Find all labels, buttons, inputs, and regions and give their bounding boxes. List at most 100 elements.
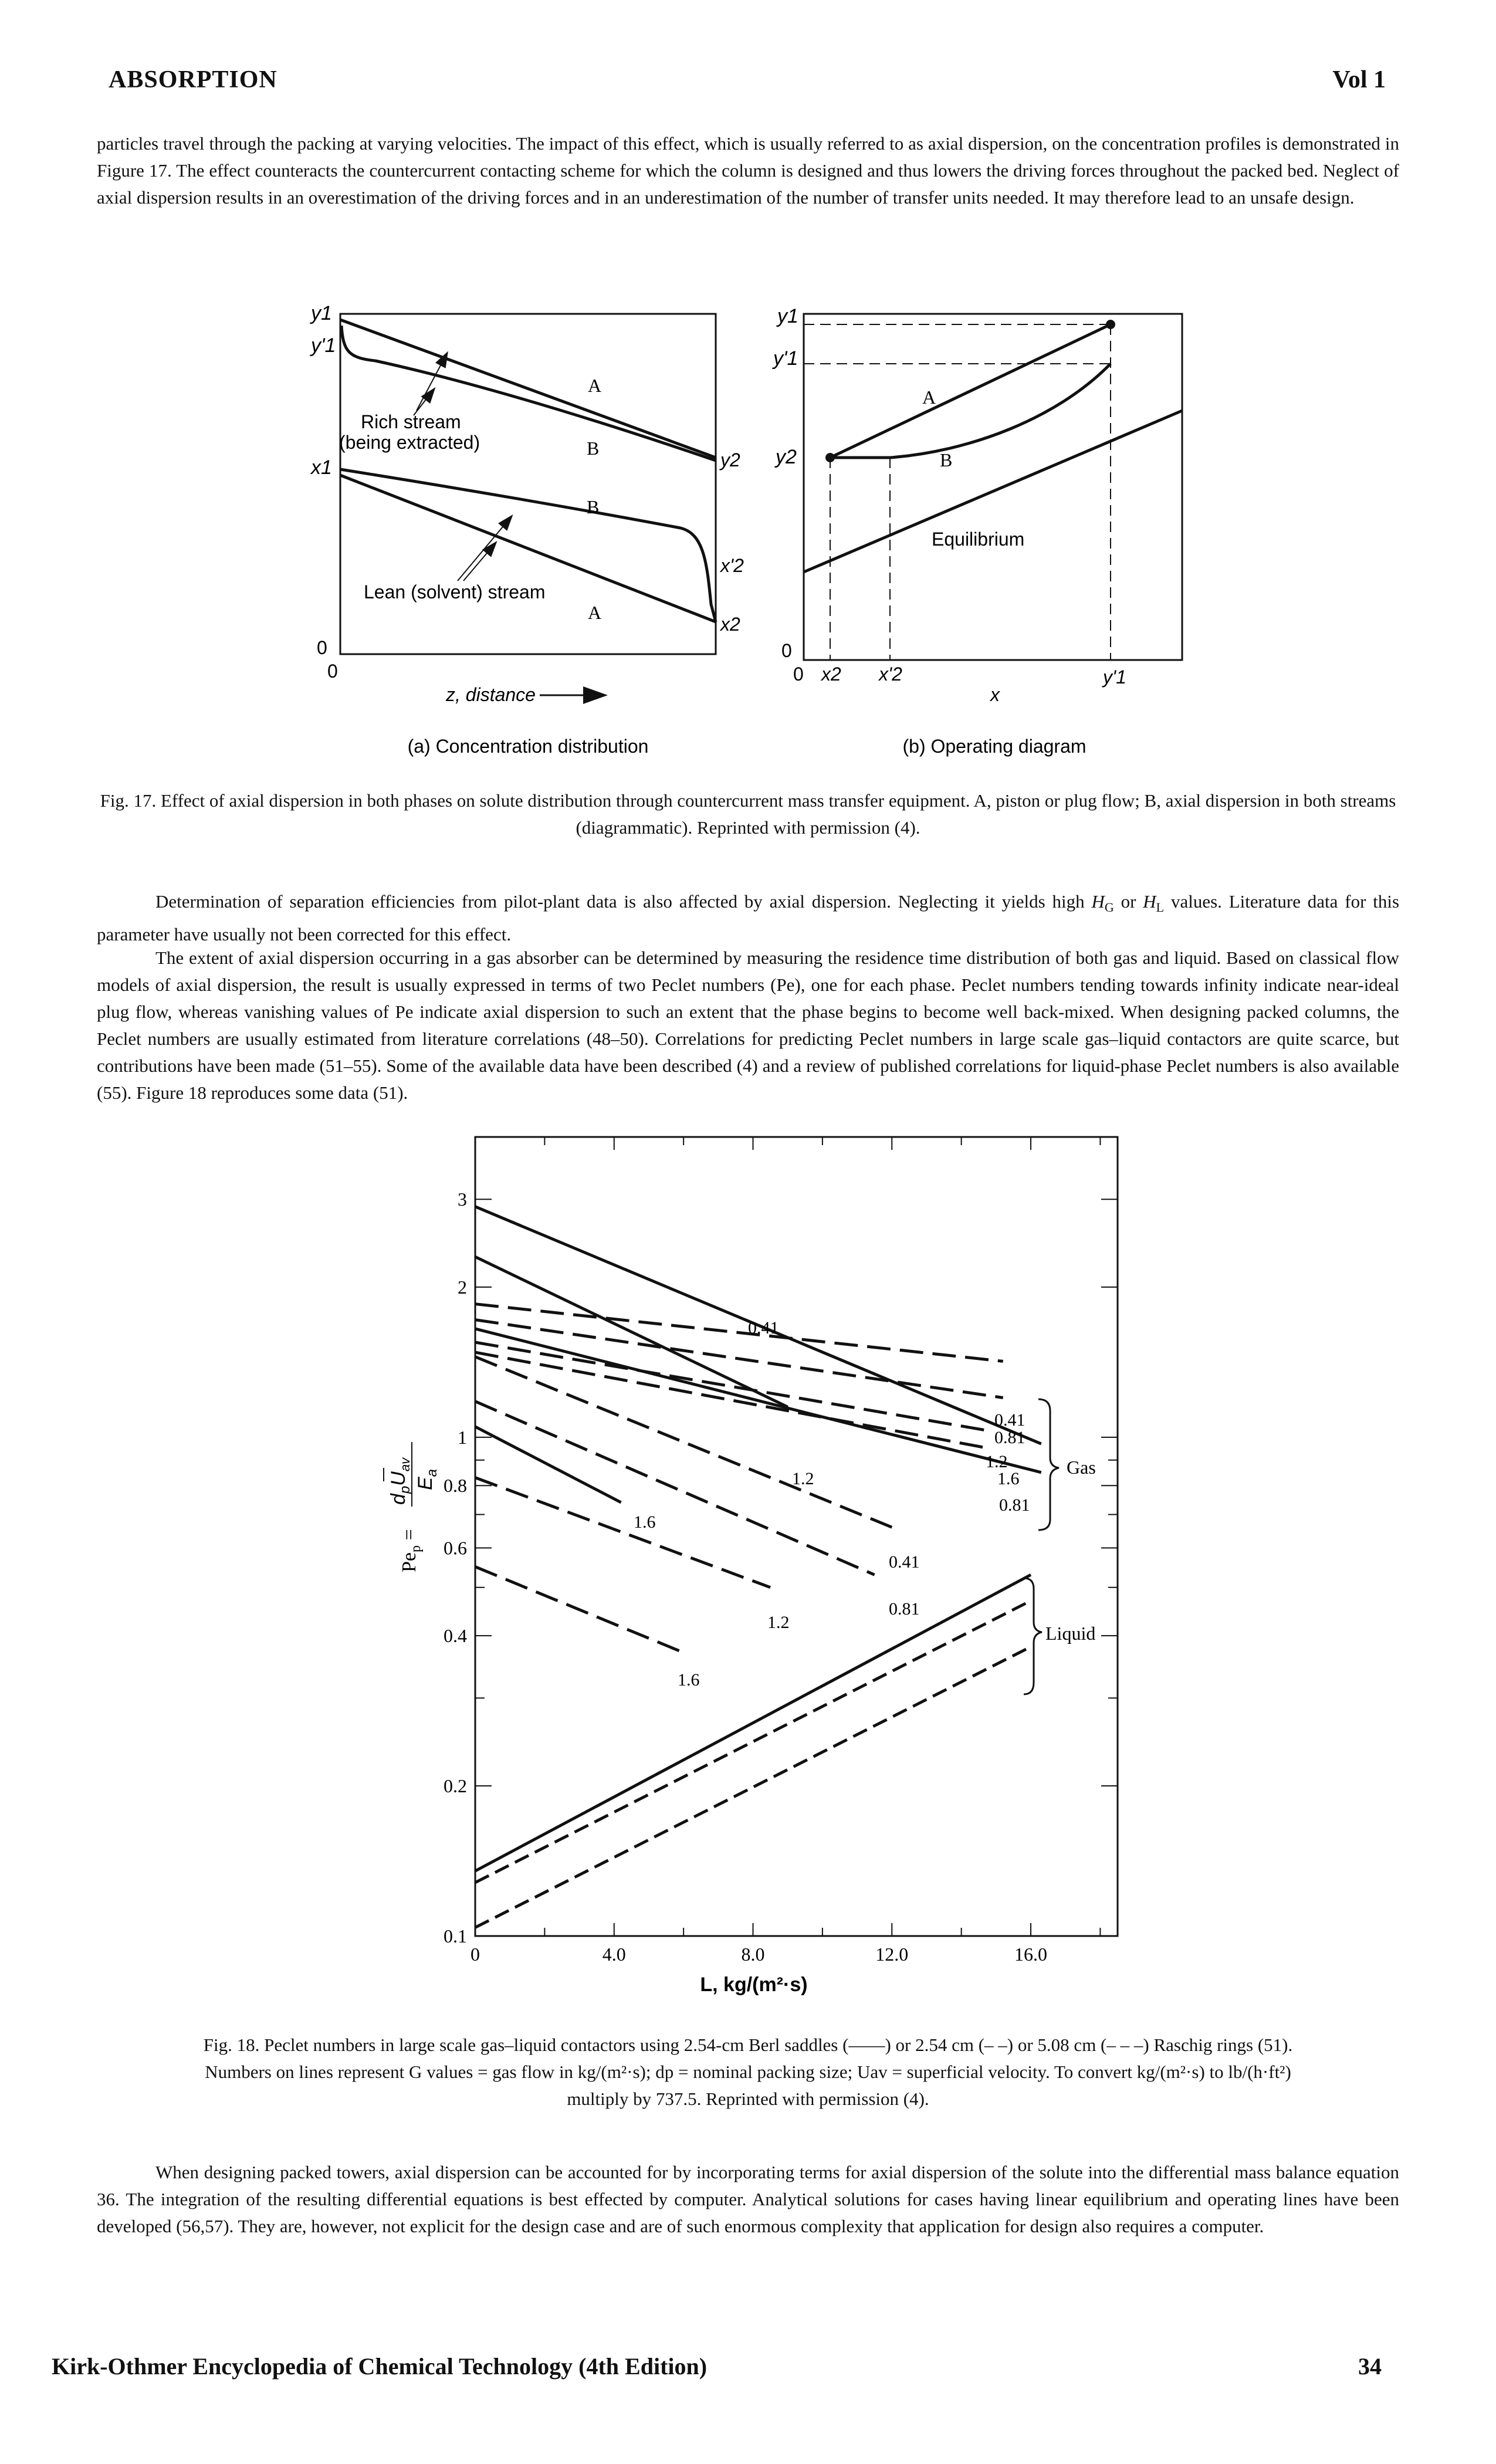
series-line-gas-dashed-5 [475, 1318, 1004, 1399]
gas-brace-label: Gas [1067, 1457, 1096, 1478]
series-line-gas-dashed-8 [475, 1355, 893, 1529]
b-label-y1-prime: y'1 [772, 347, 798, 370]
y-tick-label: 0.1 [444, 1925, 467, 1947]
rich-arrow-b [413, 387, 436, 416]
series-line-gas-solid-0 [475, 1205, 1042, 1446]
series-label-8: 0.41 [889, 1552, 920, 1572]
paragraph-2: Determination of separation efficiencies… [97, 888, 1399, 948]
b-label-y-origin: 0 [781, 640, 792, 661]
x-tick-label: 16.0 [1014, 1944, 1047, 1965]
y-tick-label: 0.4 [444, 1625, 467, 1646]
operating-curve-b [830, 363, 1112, 459]
b-label-b: B [940, 449, 952, 471]
series-line-gas-dashed-4 [475, 1302, 1003, 1363]
footer-book-title: Kirk-Othmer Encyclopedia of Chemical Tec… [52, 2353, 708, 2380]
fig18-ylabel-denominator: Ea [414, 1469, 440, 1490]
rich-stream-curve-b [340, 325, 716, 462]
series-label-9: 0.81 [889, 1599, 920, 1619]
series-label-3: 1.6 [634, 1512, 656, 1532]
series-line-liquid-dashed-14 [474, 1645, 1032, 1929]
label-x2: x2 [719, 614, 740, 635]
b-tick-x2: x2 [820, 664, 841, 685]
label-x1: x1 [310, 456, 332, 479]
series-label-2: 0.81 [999, 1495, 1030, 1515]
series-line-liquid-solid-12 [474, 1573, 1032, 1873]
label-y1: y1 [310, 302, 332, 324]
series-line-gas-dashed-6 [475, 1341, 990, 1433]
fig18-xlabel: L, kg/(m²·s) [700, 1974, 807, 1996]
paragraph-2-text-b: values. Literature data for this paramet… [97, 891, 1400, 945]
lean-arrow-a [463, 540, 497, 581]
panel-b-xlabel: x [989, 684, 1000, 705]
x-tick-label: 12.0 [875, 1944, 908, 1965]
series-line-gas-dashed-7 [475, 1351, 990, 1450]
b-tick-0: 0 [793, 664, 804, 685]
paragraph-2-hl: H [1143, 891, 1156, 912]
b-label-a: A [922, 387, 936, 408]
figure-18-caption-line-3: multiply by 737.5. Reprinted with permis… [567, 2089, 929, 2109]
label-y1-prime: y'1 [310, 334, 336, 357]
panel-b-title: (b) Operating diagram [902, 736, 1086, 757]
label-lean-a: A [588, 602, 601, 623]
fig18-plot-frame [474, 1136, 1119, 1937]
equilibrium-label: Equilibrium [932, 529, 1024, 550]
operating-line-a [829, 323, 1112, 459]
fig18-ylabel-numerator: dpUav [387, 1457, 413, 1505]
b-tick-y1-prime: y'1 [1102, 666, 1126, 688]
lean-stream-curve-a [340, 473, 716, 624]
series-label-11: 1.6 [678, 1670, 700, 1690]
liquid-brace [1023, 1577, 1043, 1695]
liquid-brace-label: Liquid [1045, 1623, 1095, 1644]
paragraph-2-hg: H [1091, 891, 1105, 912]
rich-stream-sublabel: (being extracted) [339, 432, 480, 453]
running-header-volume: Vol 1 [1332, 66, 1386, 93]
label-rich-a: A [588, 375, 601, 396]
x-tick-label: 4.0 [603, 1944, 626, 1965]
paragraph-2-or: or [1121, 891, 1136, 912]
paragraph-2-hg-sub: G [1104, 900, 1114, 915]
point-y1 [1106, 320, 1115, 329]
equilibrium-line [803, 409, 1183, 574]
fig18-series [474, 1205, 1042, 1929]
fig18-frame [474, 1136, 1119, 1937]
y-tick-label: 0.8 [444, 1475, 467, 1496]
y-tick-label: 3 [458, 1189, 467, 1210]
paragraph-1: particles travel through the packing at … [97, 133, 1399, 208]
fig18-ylabel: Pep = dpUav Ea [383, 1442, 440, 1572]
panel-b-frame [803, 313, 1183, 661]
panel-a-frame [339, 313, 717, 655]
label-rich-b: B [587, 438, 599, 459]
y-tick-label: 1 [458, 1427, 467, 1448]
series-label-4: 0.41 [994, 1410, 1025, 1430]
b-label-y1: y1 [776, 305, 798, 327]
label-lean-b: B [587, 496, 599, 517]
figure-18-caption-line-1: Fig. 18. Peclet numbers in large scale g… [203, 2035, 1293, 2055]
panel-a-xlabel: z, distance [445, 684, 536, 705]
series-label-6: 1.2 [986, 1452, 1008, 1471]
x-tick-label: 0 [471, 1944, 480, 1965]
y-tick-label: 0.6 [444, 1537, 467, 1558]
series-line-gas-dashed-11 [475, 1565, 685, 1654]
paragraph-4: When designing packed towers, axial disp… [97, 2162, 1399, 2236]
fig18-ylabel-pe: Pep = [398, 1529, 424, 1572]
series-line-gas-solid-1 [474, 1255, 788, 1409]
series-label-5: 0.81 [994, 1428, 1025, 1447]
panel-a-title: (a) Concentration distribution [408, 736, 649, 757]
paragraph-2-hl-sub: L [1156, 900, 1165, 915]
running-header-title: ABSORPTION [109, 66, 277, 93]
lean-stream-label: Lean (solvent) stream [364, 581, 545, 603]
series-label-1: 1.2 [792, 1469, 814, 1488]
figure-17: y1 y'1 x1 0 0 y2 x'2 x2 A B B A Rich str… [310, 302, 1183, 757]
series-line-gas-dashed-9 [475, 1400, 875, 1576]
figure-18-caption-line-2: Numbers on lines represent G values = ga… [205, 2062, 1291, 2082]
series-label-7: 1.6 [997, 1469, 1020, 1488]
y-tick-label: 0.2 [444, 1775, 467, 1796]
fig17-panel-a: y1 y'1 x1 0 0 y2 x'2 x2 A B B A Rich str… [310, 302, 744, 757]
paragraph-3: The extent of axial dispersion occurring… [97, 947, 1399, 1103]
series-line-gas-solid-2 [475, 1327, 1042, 1474]
label-x2-prime: x'2 [719, 555, 744, 576]
x-tick-label: 8.0 [742, 1944, 765, 1965]
